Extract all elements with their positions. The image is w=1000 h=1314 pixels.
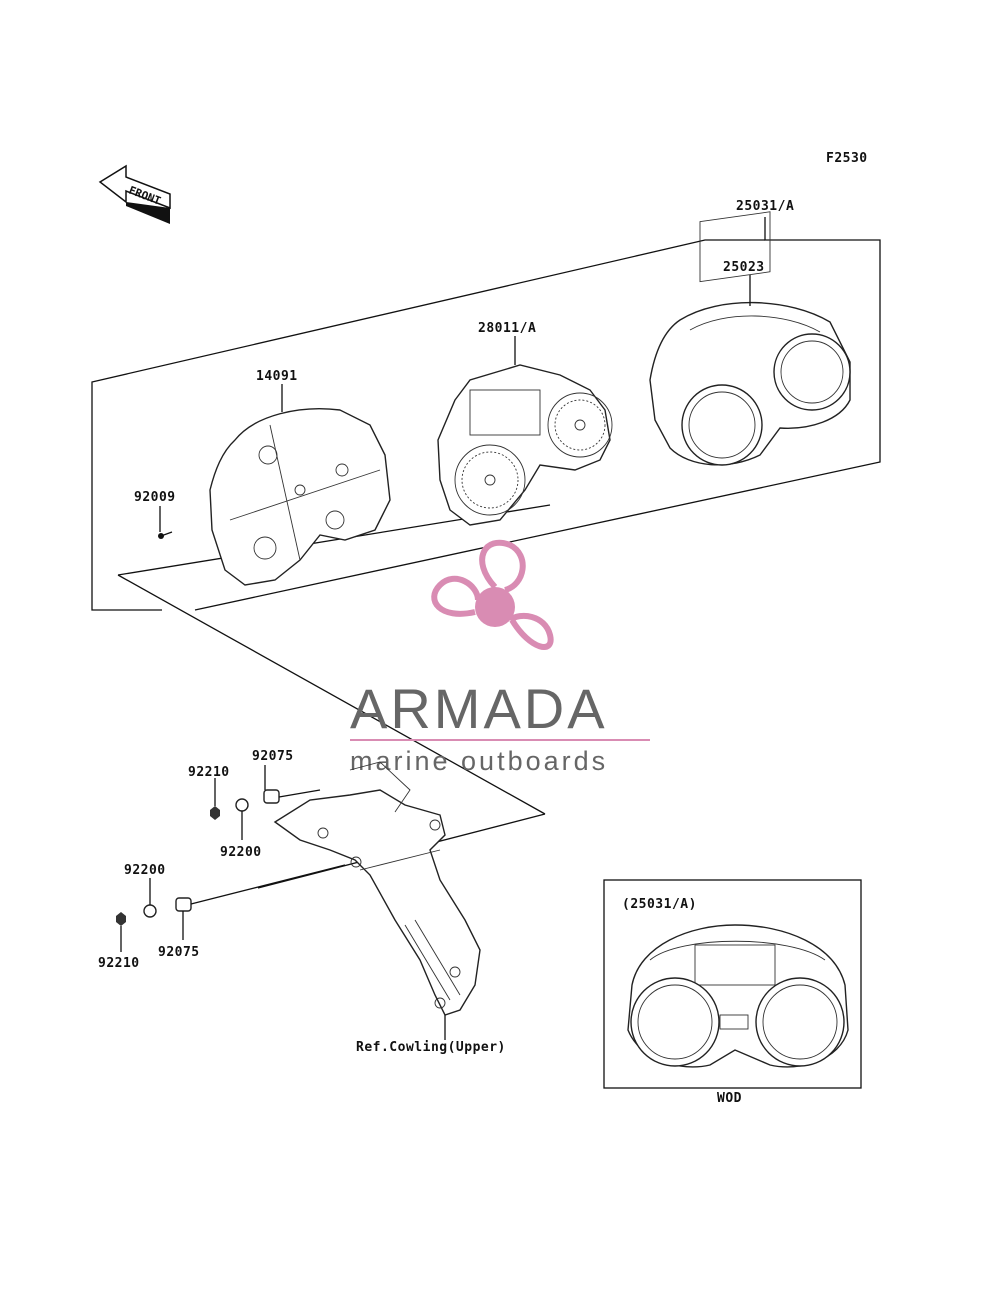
watermark-subtitle: marine outboards bbox=[350, 746, 608, 776]
part-label-25023: 25023 bbox=[723, 260, 765, 275]
part-label-92075-upper: 92075 bbox=[252, 749, 294, 764]
screw-92009 bbox=[158, 506, 173, 539]
grommet-92075-upper bbox=[263, 789, 280, 804]
armada-logo-icon bbox=[431, 539, 554, 650]
inset-title: (25031/A) bbox=[622, 897, 697, 912]
hardware-set-lower bbox=[116, 864, 346, 952]
inset-box: (25031/A) WOD bbox=[603, 879, 862, 1106]
part-label-92200-upper: 92200 bbox=[220, 845, 262, 860]
part-label-92009: 92009 bbox=[134, 490, 176, 505]
nut-92210-lower bbox=[116, 912, 126, 926]
part-label-28011: 28011/A bbox=[478, 321, 536, 336]
part-label-92075-lower: 92075 bbox=[158, 945, 200, 960]
meter-stay-bracket bbox=[273, 761, 481, 1040]
figure-code: F2530 bbox=[826, 151, 868, 166]
washer-92200-lower bbox=[143, 904, 157, 918]
meter-unit-28011 bbox=[437, 336, 613, 526]
washer-92200-upper bbox=[235, 798, 249, 812]
nut-92210-upper bbox=[210, 806, 220, 820]
part-label-92210-upper: 92210 bbox=[188, 765, 230, 780]
meter-case-14091 bbox=[209, 384, 391, 586]
grommet-92075-lower bbox=[175, 897, 192, 912]
part-label-92210-lower: 92210 bbox=[98, 956, 140, 971]
part-label-92200-lower: 92200 bbox=[124, 863, 166, 878]
reference-label: Ref.Cowling(Upper) bbox=[356, 1040, 506, 1055]
part-label-14091: 14091 bbox=[256, 369, 298, 384]
front-arrow-icon: FRONT bbox=[98, 164, 171, 224]
watermark-title: ARMADA bbox=[350, 677, 608, 740]
inset-caption: WOD bbox=[717, 1091, 742, 1106]
hardware-set-upper bbox=[210, 765, 321, 840]
meter-housing-25023 bbox=[649, 211, 851, 466]
part-label-25031: 25031/A bbox=[736, 199, 794, 214]
inset-meter-cover bbox=[627, 924, 849, 1068]
